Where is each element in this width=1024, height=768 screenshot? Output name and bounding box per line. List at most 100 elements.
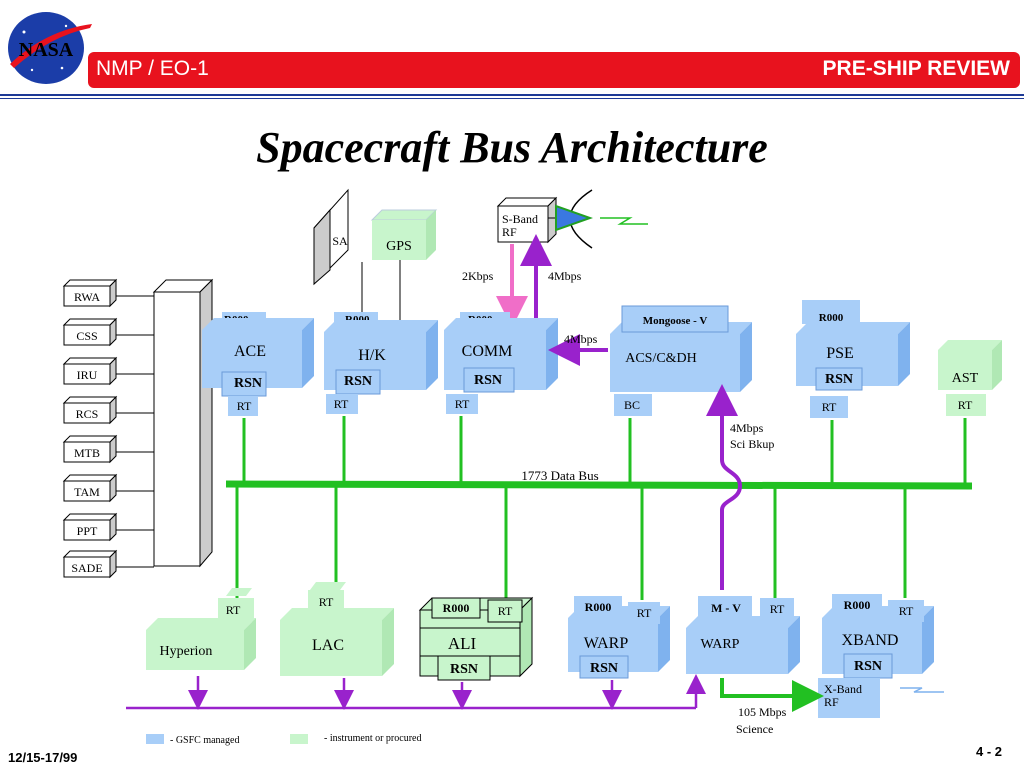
legend-instrument-label: - instrument or procured	[324, 733, 421, 744]
sband-antenna-icon	[548, 189, 648, 249]
svg-text:Mongoose - V: Mongoose - V	[643, 315, 708, 327]
svg-text:RT: RT	[226, 603, 241, 617]
legend: - GSFC managed - instrument or procured	[146, 733, 421, 746]
logo-text: NASA	[19, 39, 74, 61]
svg-text:SA: SA	[332, 234, 348, 248]
svg-text:CSS: CSS	[76, 329, 97, 343]
svg-text:RT: RT	[237, 399, 252, 413]
module-ali: R000 RT ALI RSN	[418, 596, 534, 681]
svg-text:RSN: RSN	[590, 661, 618, 676]
rate-4mbps-up: 4Mbps	[548, 269, 582, 283]
header-rule-thin	[0, 98, 1024, 99]
svg-text:RSN: RSN	[474, 373, 502, 388]
side-box-sade: SADE	[62, 549, 118, 579]
sci-bkup-label: Sci Bkup	[730, 437, 774, 451]
svg-text:COMM: COMM	[462, 343, 513, 360]
solar-array: SA	[313, 188, 349, 286]
header-program: NMP / EO-1	[96, 57, 209, 80]
header-review: PRE-SHIP REVIEW	[822, 57, 1010, 80]
svg-text:RT: RT	[455, 397, 470, 411]
svg-text:Hyperion: Hyperion	[160, 644, 213, 659]
xband-antenna-icon	[900, 687, 944, 693]
svg-text:MTB: MTB	[74, 446, 100, 460]
rate-4mbps-sci: 4Mbps	[730, 421, 764, 435]
module-ast: AST RT	[938, 340, 1002, 416]
svg-text:IRU: IRU	[77, 368, 98, 382]
svg-text:M - V: M - V	[711, 601, 741, 615]
svg-text:LAC: LAC	[312, 637, 344, 654]
nasa-logo: NASA	[8, 12, 92, 84]
svg-text:RSN: RSN	[234, 376, 262, 391]
svg-text:ACS/C&DH: ACS/C&DH	[625, 351, 697, 366]
svg-text:RT: RT	[822, 400, 837, 414]
header-bar	[88, 52, 1020, 88]
side-box-rcs: RCS	[62, 395, 118, 425]
side-box-ppt: PPT	[62, 512, 118, 542]
data-bus	[225, 480, 973, 490]
module-acs-cdh: Mongoose - V ACS/C&DH BC	[610, 305, 752, 416]
module-ace: R000 ACE RSN RT	[202, 312, 314, 416]
module-pse: R000 PSE RSN RT	[796, 300, 910, 418]
svg-text:TAM: TAM	[74, 485, 100, 499]
svg-text:PSE: PSE	[826, 345, 854, 362]
svg-text:AST: AST	[952, 371, 979, 386]
svg-text:RT: RT	[958, 398, 973, 412]
svg-text:ACE: ACE	[234, 343, 266, 360]
footer-date: 12/15-17/99	[8, 750, 78, 765]
bus-drops-bottom	[235, 484, 907, 600]
header-rule	[0, 94, 1024, 96]
side-box-mtb: MTB	[62, 434, 118, 464]
science-105mbps-arrow	[720, 678, 824, 712]
module-warp-mv: M - V RT WARP	[686, 596, 800, 674]
gps-unit: GPS	[370, 209, 438, 260]
legend-gsfc-swatch	[146, 734, 164, 744]
svg-text:RT: RT	[498, 604, 513, 618]
rate-2kbps: 2Kbps	[462, 269, 494, 283]
svg-text:XBAND: XBAND	[842, 632, 899, 649]
side-box-connectors	[116, 295, 154, 568]
legend-gsfc-label: - GSFC managed	[170, 735, 239, 746]
science-label: Science	[736, 722, 773, 736]
module-hyperion: RT Hyperion	[146, 588, 256, 670]
module-warp-r000: R000 RT WARP RSN	[568, 596, 670, 679]
side-box-iru: IRU	[62, 356, 118, 386]
side-box-css: CSS	[62, 317, 118, 347]
svg-text:RT: RT	[770, 602, 785, 616]
svg-text:RT: RT	[637, 606, 652, 620]
svg-text:BC: BC	[624, 398, 640, 412]
module-comm: R000 COMM RSN RT	[444, 312, 558, 414]
side-box-tam: TAM	[62, 473, 118, 503]
svg-text:RCS: RCS	[76, 407, 99, 421]
side-box-rwa: RWA	[62, 278, 118, 308]
module-hk: R000 H/K RSN RT	[324, 312, 438, 414]
svg-text:RSN: RSN	[450, 662, 478, 677]
sci-bkup-arrow	[706, 384, 743, 590]
svg-text:PPT: PPT	[77, 524, 98, 538]
svg-text:WARP: WARP	[584, 635, 629, 652]
svg-text:RSN: RSN	[854, 659, 882, 674]
legend-instrument-swatch	[290, 734, 308, 744]
module-lac: RT LAC	[280, 582, 394, 676]
svg-text:WARP: WARP	[701, 637, 740, 652]
svg-text:R000: R000	[585, 600, 612, 614]
svg-text:RSN: RSN	[825, 372, 853, 387]
bus-drops-top	[242, 416, 967, 486]
svg-text:GPS: GPS	[386, 239, 412, 254]
svg-text:RT: RT	[899, 604, 914, 618]
rate-4mbps-acs: 4Mbps	[564, 332, 598, 346]
svg-text:RWA: RWA	[74, 290, 100, 304]
data-bus-label: 1773 Data Bus	[521, 468, 598, 483]
svg-text:RSN: RSN	[344, 374, 372, 389]
science-rate: 105 Mbps	[738, 705, 787, 719]
svg-text:RT: RT	[319, 595, 334, 609]
module-xband: R000 RT XBAND RSN	[822, 594, 934, 679]
svg-text:R000: R000	[844, 598, 871, 612]
svg-text:RT: RT	[334, 397, 349, 411]
footer-page-number: 4 - 2	[975, 744, 1002, 759]
svg-text:R000: R000	[443, 601, 470, 615]
instrument-data-line	[126, 674, 706, 710]
